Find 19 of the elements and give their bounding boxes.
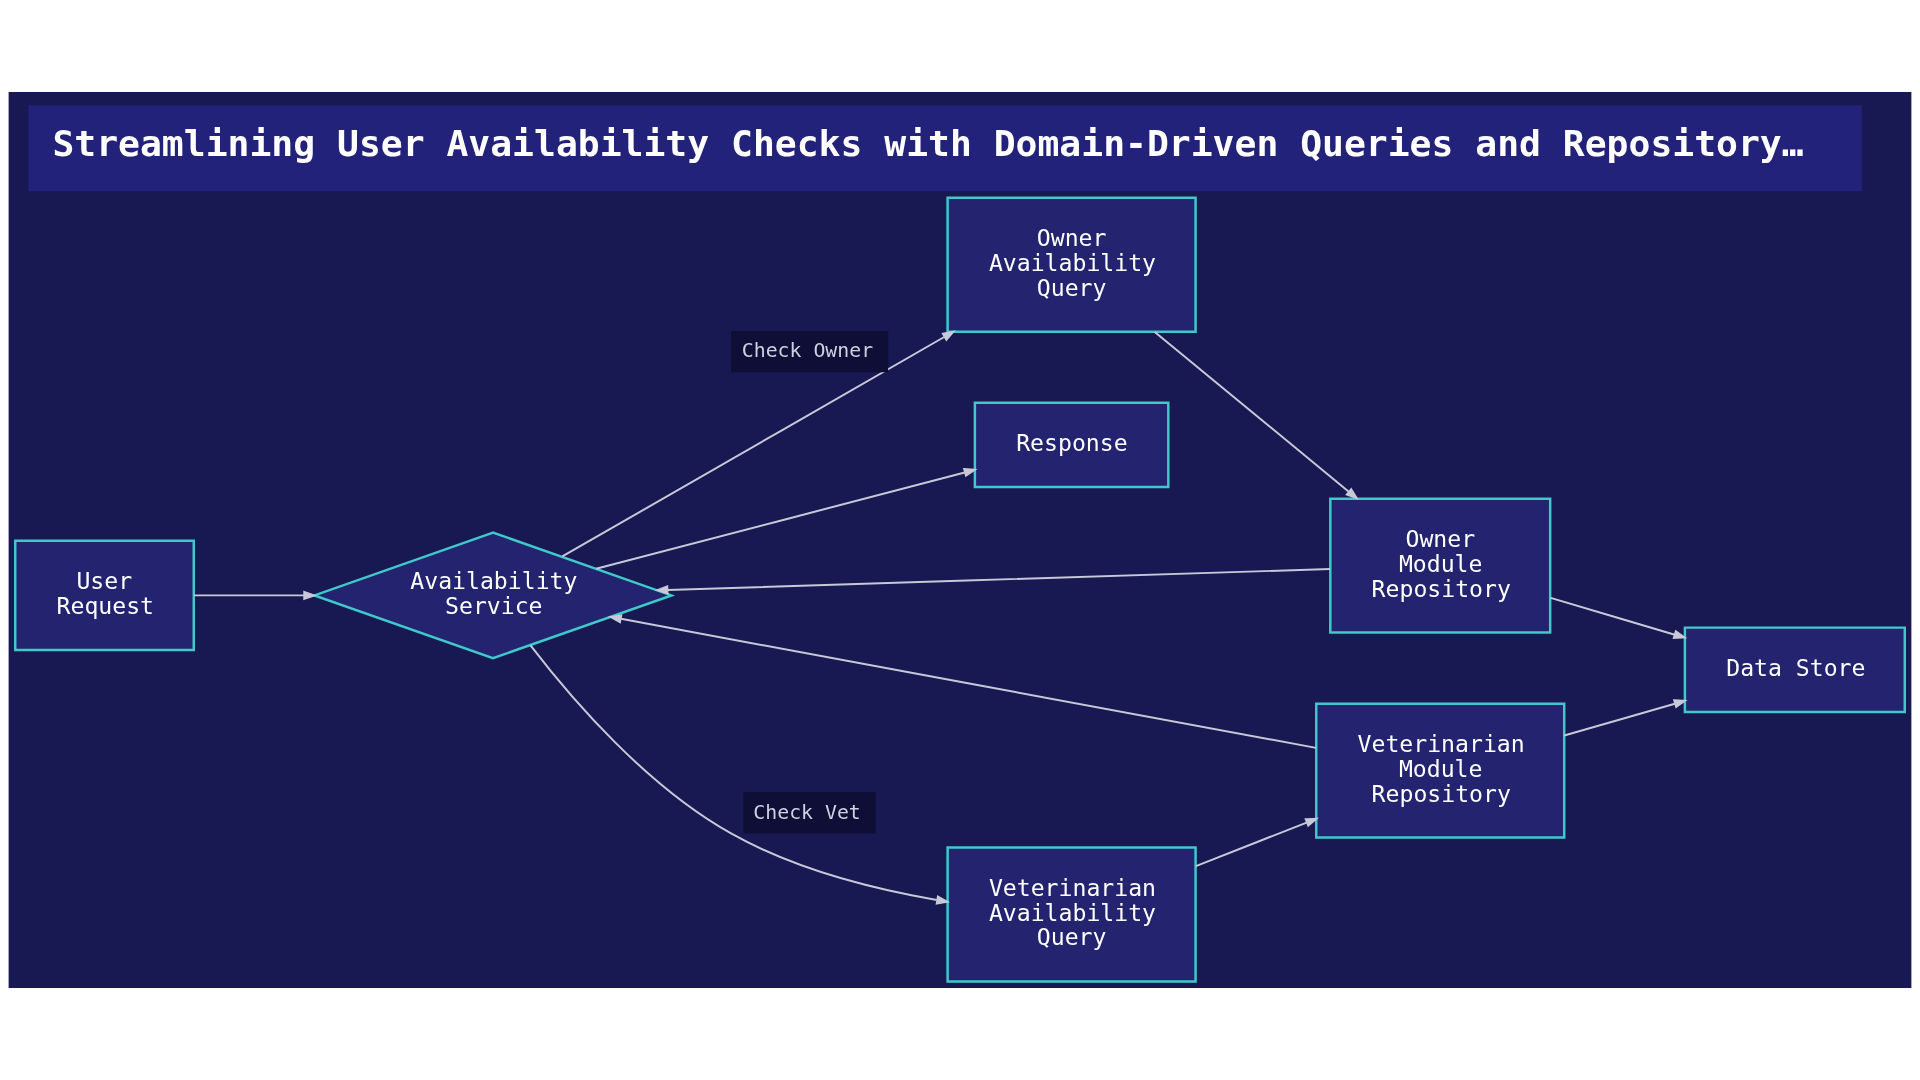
- arrow: [1549, 596, 1688, 640]
- node-box: Data Store: [1683, 626, 1906, 714]
- node-box: Veterinarian Module Repository: [1315, 702, 1566, 839]
- node-box: Veterinarian Availability Query: [946, 846, 1197, 983]
- node-box: Response: [973, 401, 1170, 489]
- arrow: [607, 614, 1318, 749]
- arrow: [1194, 817, 1319, 868]
- node-box: User Request: [14, 539, 195, 652]
- edge-label: Check Owner: [741, 339, 874, 363]
- arrow: [529, 644, 951, 905]
- node-box: Owner Module Repository: [1329, 497, 1552, 634]
- arrow: [1563, 699, 1688, 737]
- arrow: [1153, 330, 1359, 501]
- diagram-title: Streamlining User Availability Checks with Domain-Driven Queries and Repository…: [52, 121, 1804, 165]
- arrow: [654, 568, 1331, 595]
- node-box: Owner Availability Query: [946, 196, 1197, 333]
- arrow: [193, 590, 318, 601]
- edge-label: Check Vet: [753, 800, 861, 824]
- arrow: [595, 467, 978, 570]
